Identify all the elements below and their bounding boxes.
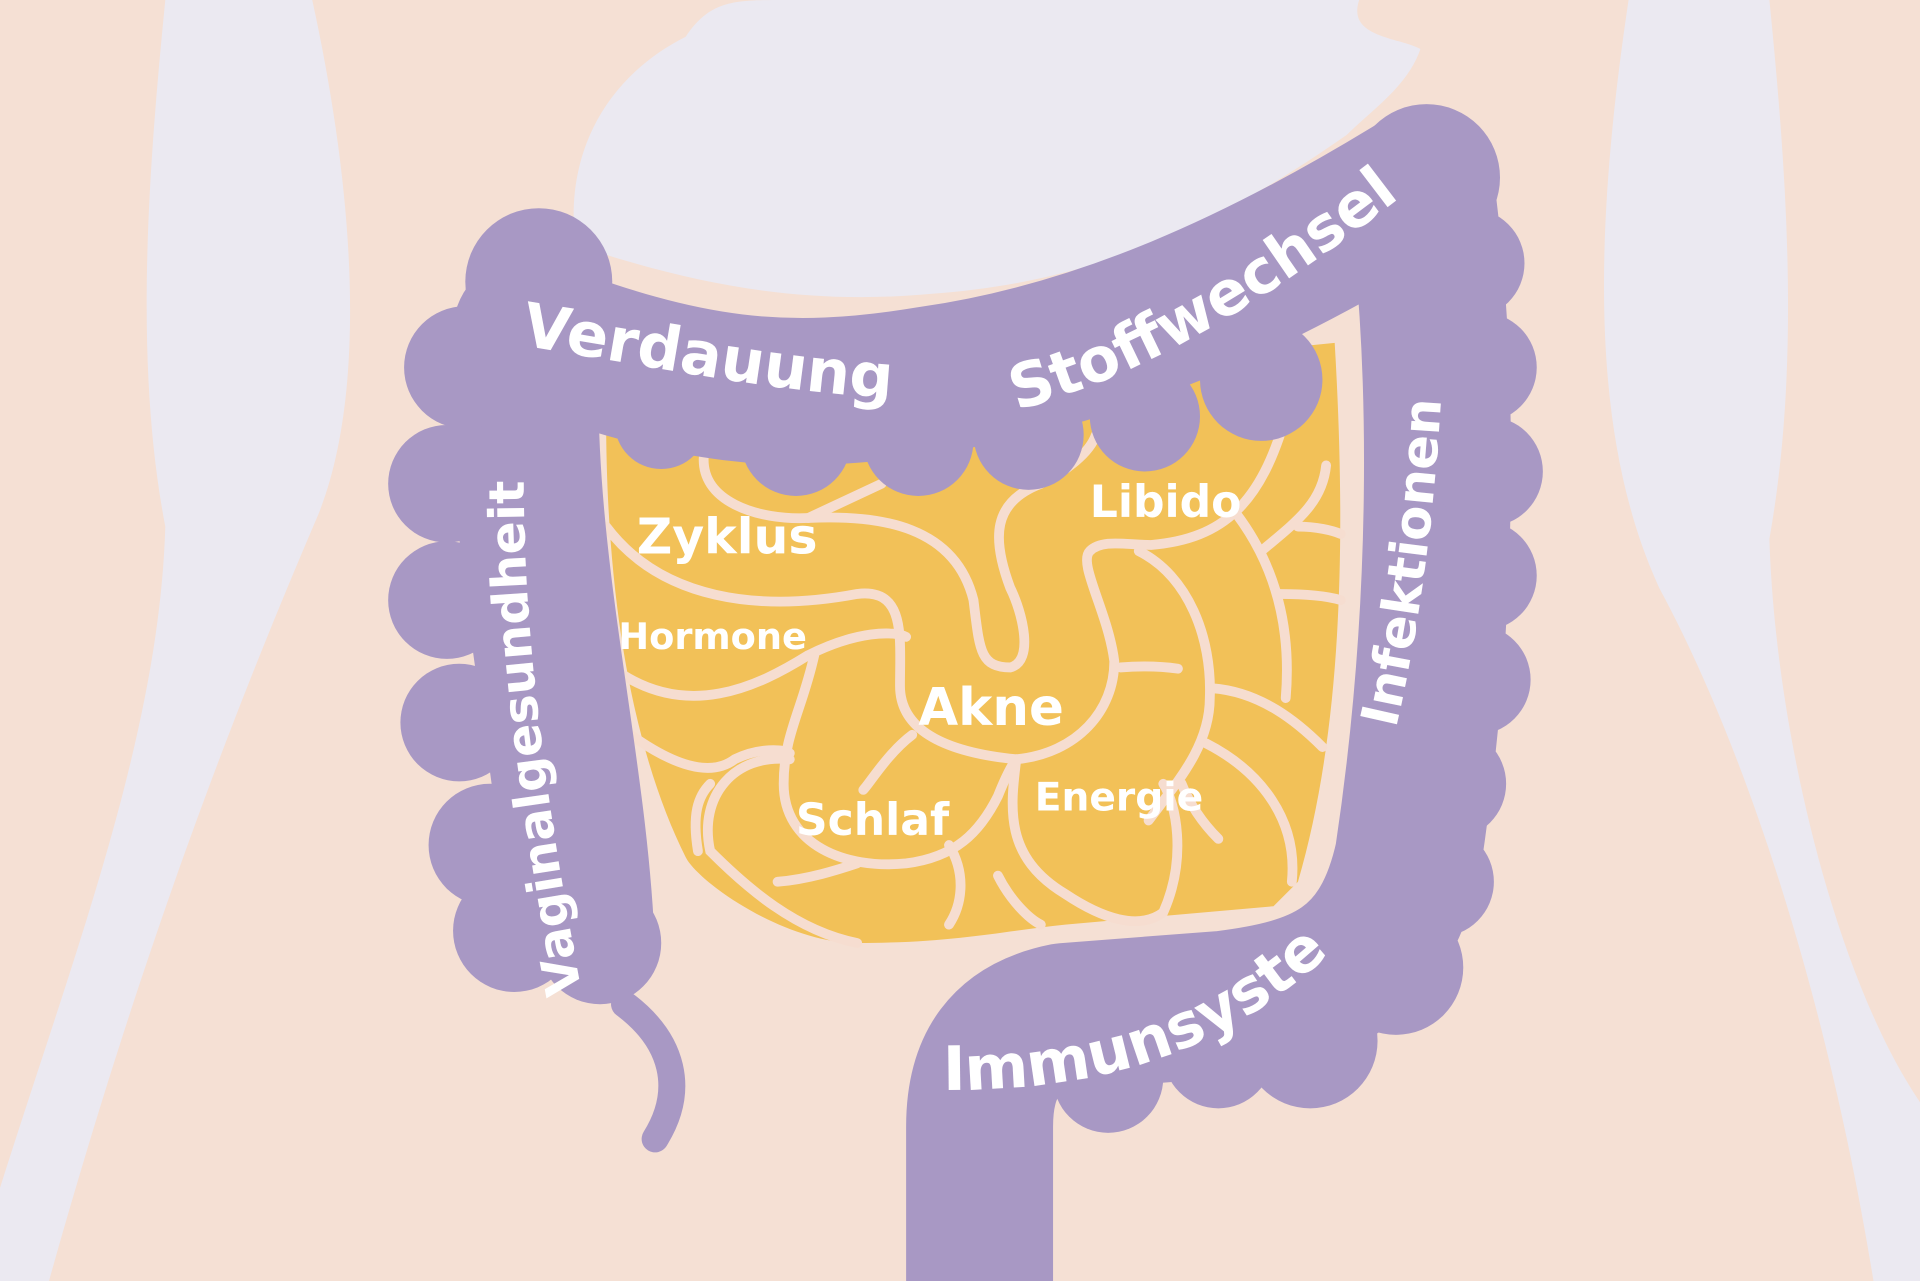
label-libido: Libido: [1090, 477, 1242, 528]
label-zyklus: Zyklus: [637, 509, 818, 566]
large-intestine: [388, 104, 1543, 1281]
stomach: [573, 0, 1421, 298]
label-schlaf: Schlaf: [796, 795, 950, 846]
right-body-gap: [1603, 0, 1920, 1281]
small-intestine-loops: [601, 411, 1346, 948]
label-hormone: Hormone: [618, 615, 807, 658]
label-akne: Akne: [918, 678, 1063, 738]
left-body-gap: [0, 0, 351, 1281]
label-energie: Energie: [1035, 776, 1204, 821]
